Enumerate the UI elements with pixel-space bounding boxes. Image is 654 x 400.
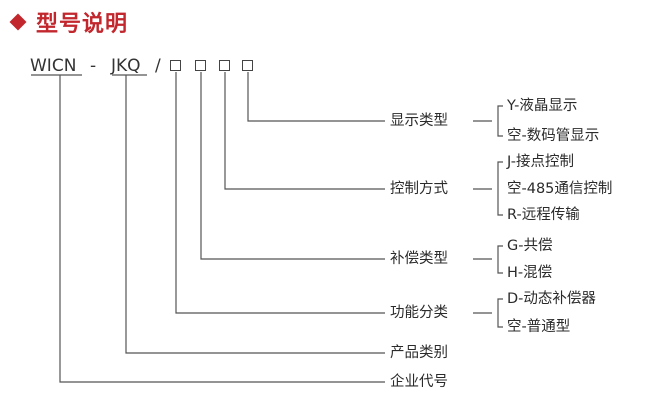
placeholder-box-2 (195, 60, 206, 71)
field-label-product-category: 产品类别 (390, 345, 448, 361)
option-function-empty: 空-普通型 (507, 319, 571, 335)
connector-company-code (59, 75, 385, 383)
field-label-display-type: 显示类型 (390, 113, 448, 129)
option-function-d: D-动态补偿器 (507, 291, 596, 307)
field-label-function-class: 功能分类 (390, 305, 448, 321)
connector-display-type (247, 72, 385, 122)
code-slash: / (155, 56, 161, 76)
option-control-r: R-远程传输 (507, 207, 580, 223)
placeholder-box-3 (219, 60, 230, 71)
connector-function-class (175, 72, 385, 314)
connector-product-category (125, 75, 385, 354)
bracket-display (497, 105, 503, 137)
code-wicn: WICN (30, 56, 77, 76)
placeholder-box-4 (242, 60, 253, 71)
connector-compensation-type (200, 72, 385, 260)
bracket-function (497, 298, 503, 328)
option-compensation-g: G-共偿 (507, 238, 553, 254)
connector-control-mode (224, 72, 385, 190)
field-label-company-code: 企业代号 (390, 374, 448, 390)
section-title: 型号说明 (36, 12, 129, 37)
option-compensation-h: H-混偿 (507, 265, 553, 281)
code-jkq: JKQ (111, 56, 141, 76)
option-control-empty: 空-485通信控制 (507, 181, 613, 197)
field-label-control-mode: 控制方式 (390, 181, 448, 197)
option-control-j: J-接点控制 (507, 154, 574, 170)
code-dash: - (90, 56, 97, 76)
bracket-compensation (497, 245, 503, 274)
field-label-compensation-type: 补偿类型 (390, 251, 448, 267)
section-header: 型号说明 (6, 4, 128, 40)
placeholder-box-1 (170, 60, 181, 71)
bracket-control (497, 161, 503, 216)
option-display-empty: 空-数码管显示 (507, 128, 600, 144)
option-display-y: Y-液晶显示 (507, 98, 578, 114)
